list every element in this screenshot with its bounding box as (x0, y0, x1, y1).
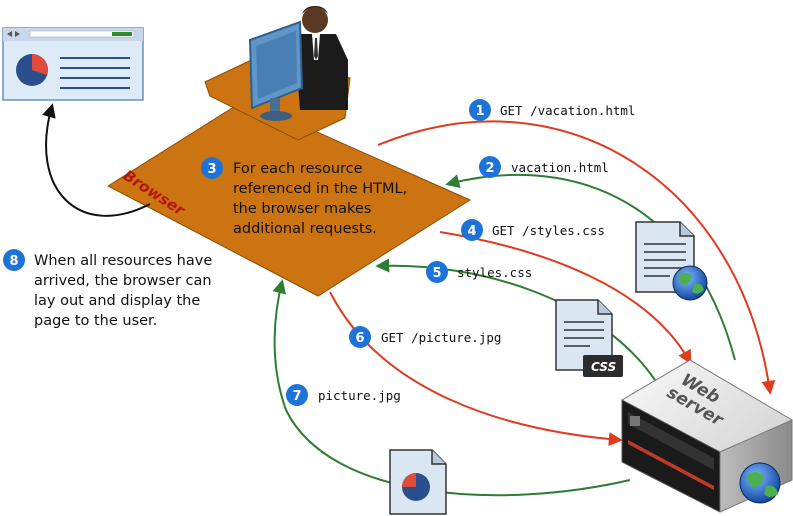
step-description: For each resource referenced in the HTML… (233, 161, 412, 237)
window-address-bar (29, 30, 135, 38)
step-badge (286, 384, 308, 406)
display-arrow (42, 103, 151, 217)
image-document-icon (389, 449, 447, 515)
step-badge (461, 219, 483, 241)
step-badge (479, 156, 501, 178)
step-7: 7 picture.jpg (286, 384, 401, 406)
css-badge (583, 355, 623, 377)
desk-top (106, 99, 472, 297)
step-badge (349, 326, 371, 348)
arrow-get-vacation (377, 120, 776, 395)
step-6: 6 GET /picture.jpg (349, 326, 501, 348)
step-5: 5 styles.css (426, 261, 532, 283)
user-body (296, 34, 348, 110)
svg-text:CSS: CSS (591, 360, 616, 374)
step-label: GET /styles.css (492, 223, 605, 238)
svg-text:3: 3 (207, 162, 216, 177)
svg-text:1: 1 (475, 104, 484, 119)
css-document-icon: CSS (555, 299, 623, 377)
step-label: GET /picture.jpg (381, 330, 501, 345)
step-label: GET /vacation.html (500, 103, 635, 118)
step-4: 4 GET /styles.css (461, 219, 605, 241)
step-label: vacation.html (511, 160, 609, 175)
user-figure (296, 6, 348, 110)
step-1: 1 GET /vacation.html (469, 99, 635, 121)
svg-text:5: 5 (432, 266, 441, 281)
step-8: 8 When all resources have arrived, the b… (3, 249, 217, 329)
svg-text:6: 6 (355, 331, 364, 346)
web-server: Web server (621, 359, 793, 513)
user-head (302, 7, 328, 33)
step-label: picture.jpg (318, 388, 401, 403)
step-badge (426, 261, 448, 283)
step-badge (3, 249, 25, 271)
arrow-get-picture (329, 291, 623, 447)
step-badge (469, 99, 491, 121)
monitor-stand (270, 98, 280, 114)
step-2: 2 vacation.html (479, 156, 609, 178)
svg-text:2: 2 (485, 161, 494, 176)
monitor (248, 20, 304, 121)
step-badge (201, 157, 223, 179)
step-description: When all resources have arrived, the bro… (34, 253, 217, 329)
arrow-styles-response (375, 258, 656, 381)
svg-text:7: 7 (292, 389, 301, 404)
rendered-page-window (2, 27, 144, 101)
server-globe-icon (739, 462, 781, 504)
step-3: 3 For each resource referenced in the HT… (201, 157, 412, 237)
arrow-get-styles (439, 231, 692, 365)
svg-text:4: 4 (467, 224, 476, 239)
globe-icon (672, 265, 708, 301)
svg-text:8: 8 (9, 254, 18, 269)
arrow-picture-response (272, 279, 631, 497)
step-label: styles.css (457, 265, 532, 280)
